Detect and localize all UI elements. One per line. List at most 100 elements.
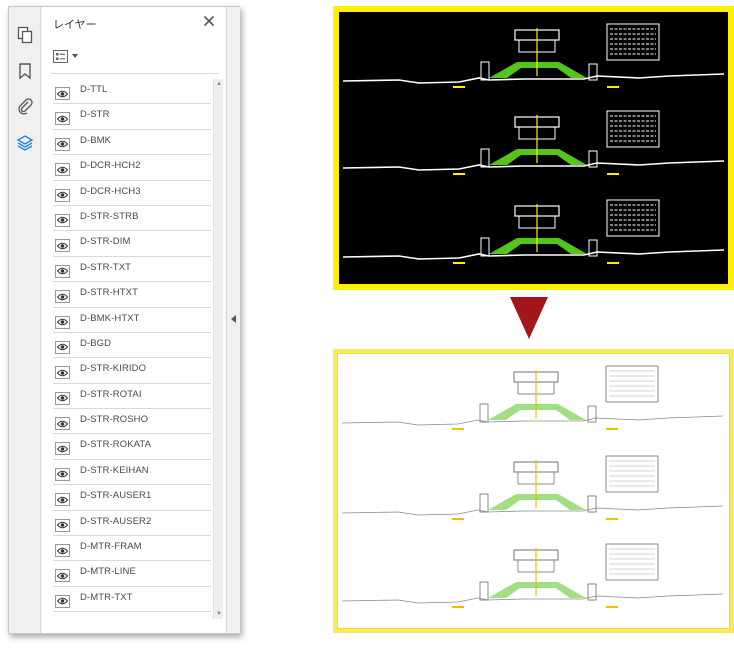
options-list-icon [53,49,68,63]
visibility-eye-icon[interactable] [55,188,70,202]
level-mark [606,518,618,520]
visibility-eye-icon[interactable] [55,544,70,558]
visibility-eye-icon[interactable] [55,442,70,456]
layer-name: D-STR-AUSER2 [80,515,152,527]
ground-line [341,415,724,426]
layer-row[interactable]: D-DCR-HCH3 [53,181,211,206]
visibility-eye-icon[interactable] [55,213,70,227]
layer-name: D-MTR-FRAM [80,541,142,553]
visibility-eye-icon[interactable] [55,391,70,405]
layer-row[interactable]: D-STR-ROTAI [53,384,211,410]
layer-row[interactable]: D-STR-HTXT [53,282,211,308]
layer-name: D-BGD [80,337,112,349]
visibility-eye-icon[interactable] [55,467,70,481]
attachment-icon [18,98,33,115]
scroll-down-icon[interactable]: ▼ [216,611,222,617]
layer-row[interactable]: D-STR-KEIHAN [53,460,211,486]
right-wall [588,63,598,81]
visibility-eye-icon[interactable] [55,493,70,507]
data-table [605,455,659,493]
visibility-eye-icon[interactable] [55,340,70,354]
pages-icon [17,26,33,44]
level-mark [606,606,618,608]
level-mark [607,262,619,264]
embankment-fill [489,238,587,254]
panel-divider [51,73,219,74]
drawing-preview-dark [333,6,734,290]
level-mark [452,518,464,520]
layer-row[interactable]: D-STR-AUSER1 [53,485,211,511]
layer-name: D-MTR-TXT [80,591,133,603]
bookmark-icon [19,63,31,80]
level-mark [607,173,619,175]
visibility-eye-icon[interactable] [55,264,70,278]
visibility-eye-icon[interactable] [55,163,70,177]
embankment-fill [489,149,587,165]
visibility-eye-icon[interactable] [55,417,70,431]
bookmarks-button[interactable] [15,61,35,81]
light-drawing-frame [337,353,730,629]
visibility-eye-icon[interactable] [55,569,70,583]
level-mark [453,262,465,264]
data-table [606,23,660,61]
right-wall [587,405,597,423]
embankment-fill [489,62,587,78]
layer-row[interactable]: D-BGD [53,333,211,359]
left-wall [479,403,489,423]
layer-name: D-MTR-LINE [80,566,136,578]
layer-row[interactable]: D-BMK [53,130,211,156]
embankment-fill [488,494,586,510]
layer-row[interactable]: D-STR-AUSER2 [53,511,211,537]
layer-row[interactable]: D-STR-ROKATA [53,434,211,460]
layer-name: D-STR-ROSHO [80,414,149,426]
layer-row[interactable]: D-STR [53,104,211,130]
layer-row[interactable]: D-STR-DIM [53,231,211,257]
ground-line [342,73,725,84]
left-wall [480,148,490,168]
layer-name: D-BMK-HTXT [80,312,140,324]
visibility-eye-icon[interactable] [55,290,70,304]
visibility-eye-icon[interactable] [55,366,70,380]
layer-name: D-STR-TXT [80,261,132,273]
layer-row[interactable]: D-MTR-LINE [53,561,211,587]
layer-name: D-STR-AUSER1 [80,490,152,502]
layer-list-scrollbar[interactable]: ▲ ▼ [213,79,223,619]
visibility-eye-icon[interactable] [55,137,70,151]
attachments-button[interactable] [15,96,35,116]
visibility-eye-icon[interactable] [55,594,70,608]
left-wall [479,581,489,601]
layer-row[interactable]: D-TTL [53,79,211,105]
page-thumbnails-button[interactable] [15,25,35,45]
visibility-eye-icon[interactable] [55,239,70,253]
embankment-fill [488,404,586,420]
layer-name: D-BMK [80,134,112,146]
collapse-arrow-icon [231,315,236,323]
layer-name: D-DCR-HCH2 [80,160,141,172]
layer-row[interactable]: D-MTR-TXT [53,587,211,613]
layer-row[interactable]: D-STR-ROSHO [53,409,211,435]
layer-name: D-STR-ROKATA [80,439,152,451]
visibility-eye-icon[interactable] [55,112,70,126]
layer-row[interactable]: D-BMK-HTXT [53,308,211,333]
ground-line [342,160,725,171]
visibility-eye-icon[interactable] [55,315,70,329]
layer-row[interactable]: D-STR-TXT [53,257,211,283]
embankment-fill [488,582,586,598]
pane-collapse-handle[interactable] [226,7,240,633]
layer-row[interactable]: D-MTR-FRAM [53,536,211,562]
layer-row[interactable]: D-DCR-HCH2 [53,155,211,181]
dark-drawing-frame [337,10,730,286]
layer-row[interactable]: D-STR-KIRIDO [53,358,211,384]
visibility-eye-icon[interactable] [55,518,70,532]
layer-row[interactable]: D-STR-STRB [53,206,211,232]
chevron-down-icon [72,54,78,58]
visibility-eye-icon[interactable] [55,87,70,100]
layers-button[interactable] [15,133,35,153]
close-icon[interactable] [201,13,217,29]
data-table [605,365,659,403]
layers-icon [16,135,34,151]
scroll-up-icon[interactable]: ▲ [216,81,222,87]
layer-options-button[interactable] [53,47,87,65]
